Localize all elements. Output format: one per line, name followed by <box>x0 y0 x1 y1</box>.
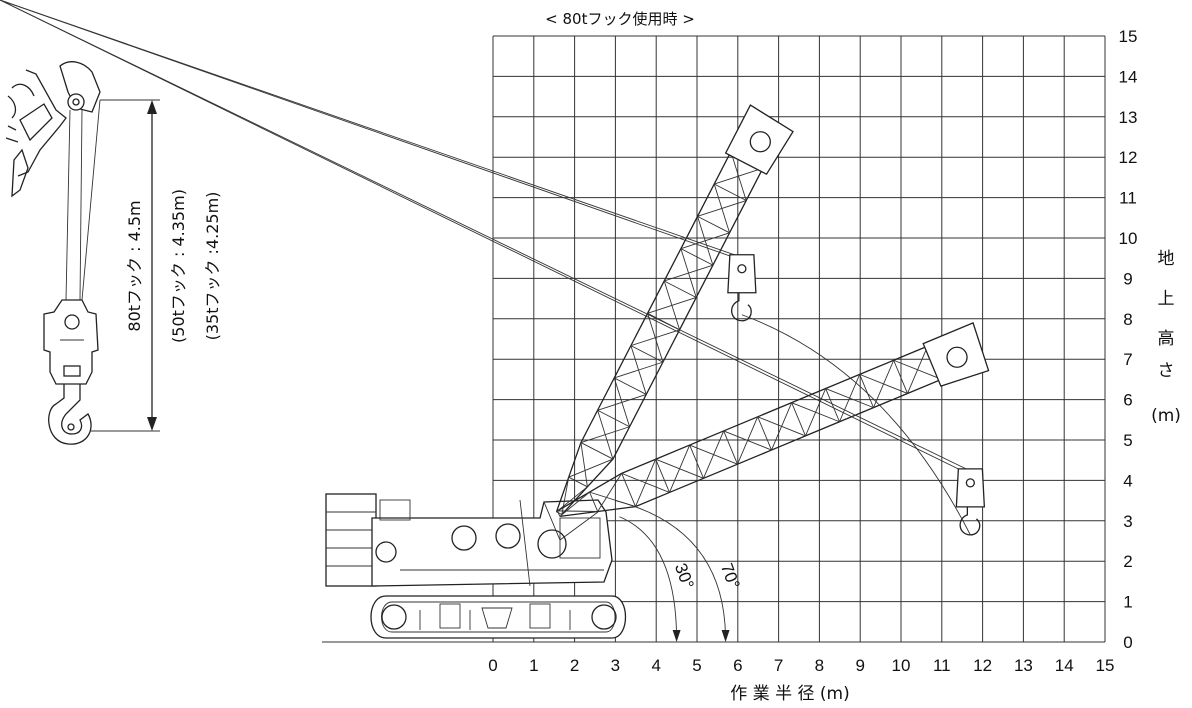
x-tick-label: 14 <box>1055 656 1074 675</box>
hook-50t-label: (50tフック : 4.35m) <box>169 189 188 343</box>
x-tick-label: 8 <box>815 656 824 675</box>
y-tick-label: 11 <box>1119 189 1137 208</box>
y-label-char-2: 上 <box>1158 289 1175 309</box>
y-axis-label: 地 上 高 さ (m) <box>1151 249 1181 426</box>
x-tick-label: 4 <box>651 656 660 675</box>
x-axis-label: 作 業 半 径 (m) <box>730 684 849 704</box>
y-tick-label: 7 <box>1123 350 1132 369</box>
y-tick-label: 8 <box>1123 310 1132 329</box>
hook-80t-label: 80tフック : 4.5m <box>125 200 144 331</box>
y-tick-label: 1 <box>1123 593 1132 612</box>
hook-block-low <box>0 0 986 536</box>
y-tick-label: 14 <box>1119 67 1138 86</box>
crane-body <box>325 493 626 639</box>
x-tick-label: 3 <box>611 656 620 675</box>
y-tick-label: 9 <box>1123 269 1132 288</box>
y-tick-label: 0 <box>1123 633 1132 652</box>
y-tick-label: 12 <box>1119 148 1138 167</box>
y-tick-label: 4 <box>1123 471 1132 490</box>
hook-block-high <box>0 0 757 322</box>
booms <box>0 0 990 642</box>
y-tick-label: 10 <box>1119 229 1138 248</box>
y-label-char-1: 地 <box>1158 249 1175 269</box>
y-label-char-3: 高 <box>1158 329 1175 349</box>
y-tick-label: 3 <box>1123 512 1132 531</box>
y-label-char-4: さ <box>1158 361 1175 381</box>
x-tick-label: 2 <box>570 656 579 675</box>
hook-35t-label: (35tフック :4.25m) <box>203 192 222 341</box>
y-tick-label: 13 <box>1119 108 1138 127</box>
x-tick-label: 9 <box>855 656 864 675</box>
y-tick-label: 15 <box>1119 27 1138 46</box>
x-tick-label: 15 <box>1096 656 1115 675</box>
y-tick-label: 2 <box>1123 552 1132 571</box>
y-label-unit: (m) <box>1151 406 1181 426</box>
high-angle-boom <box>555 104 794 515</box>
x-tick-label: 7 <box>774 656 783 675</box>
angle-70-label: 70° <box>717 561 744 592</box>
low-angle-boom <box>557 322 990 518</box>
y-tick-label: 5 <box>1123 431 1132 450</box>
x-tick-label: 11 <box>933 656 951 675</box>
diagram-title: < 80tフック使用時 > <box>545 10 695 28</box>
x-tick-label: 13 <box>1014 656 1033 675</box>
angle-30-label: 30° <box>671 561 698 592</box>
x-tick-label: 10 <box>892 656 911 675</box>
x-tick-label: 0 <box>488 656 497 675</box>
y-tick-label: 6 <box>1123 391 1132 410</box>
x-tick-label: 12 <box>973 656 992 675</box>
x-tick-label: 5 <box>692 656 701 675</box>
x-tick-label: 1 <box>529 656 538 675</box>
hook-detail-illustration <box>5 61 160 445</box>
working-range-arcs <box>615 315 971 642</box>
x-tick-label: 6 <box>733 656 742 675</box>
